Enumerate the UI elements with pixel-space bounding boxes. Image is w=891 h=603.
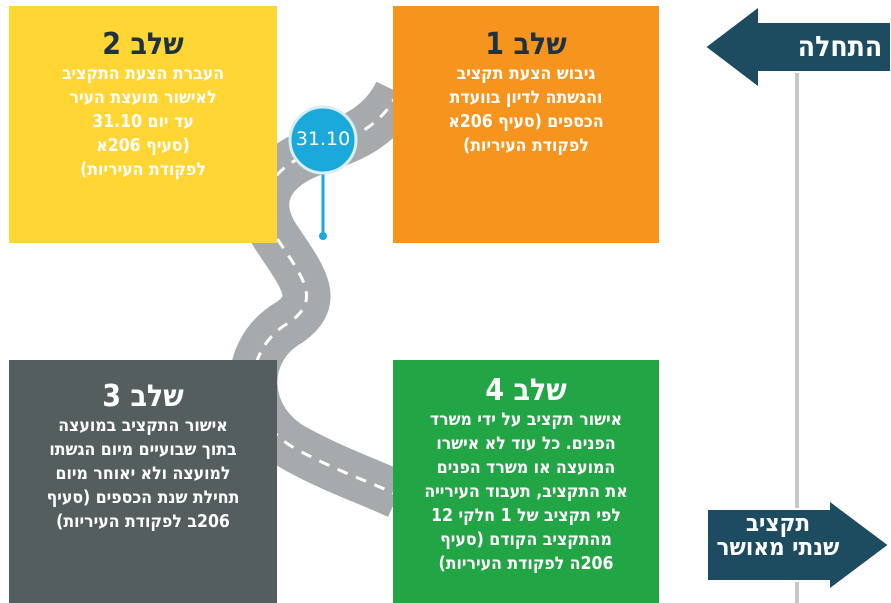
end-arrow bbox=[706, 498, 891, 592]
pin-date-label: 31.10 bbox=[295, 128, 351, 150]
step-1-box: שלב 1 גיבוש הצעת תקציב והגשתה לדיון בווע… bbox=[393, 6, 659, 243]
step-3-description: אישור התקציב במועצה בתוך שבועיים מיום הג… bbox=[46, 416, 240, 532]
start-arrow-label: התחלה bbox=[797, 30, 883, 63]
step-3-title: שלב 3 bbox=[102, 379, 184, 414]
step-4-title: שלב 4 bbox=[485, 373, 567, 408]
step-2-title: שלב 2 bbox=[102, 27, 184, 62]
start-arrow bbox=[703, 3, 891, 91]
step-1-title: שלב 1 bbox=[485, 27, 567, 62]
step-4-description: אישור תקציב על ידי משרד הפנים. כל עוד לא… bbox=[424, 410, 628, 574]
step-3-box: שלב 3 אישור התקציב במועצה בתוך שבועיים מ… bbox=[9, 360, 277, 603]
step-1-description: גיבוש הצעת תקציב והגשתה לדיון בוועדת הכס… bbox=[448, 64, 604, 156]
location-pin bbox=[288, 105, 358, 240]
step-2-box: שלב 2 העברת הצעת התקציב לאישור מועצת העי… bbox=[9, 6, 277, 243]
step-2-description: העברת הצעת התקציב לאישור מועצת העיר עד י… bbox=[61, 64, 225, 180]
end-arrow-label: תקציב שנתי מאושר bbox=[716, 509, 840, 561]
step-4-box: שלב 4 אישור תקציב על ידי משרד הפנים. כל … bbox=[393, 360, 659, 603]
